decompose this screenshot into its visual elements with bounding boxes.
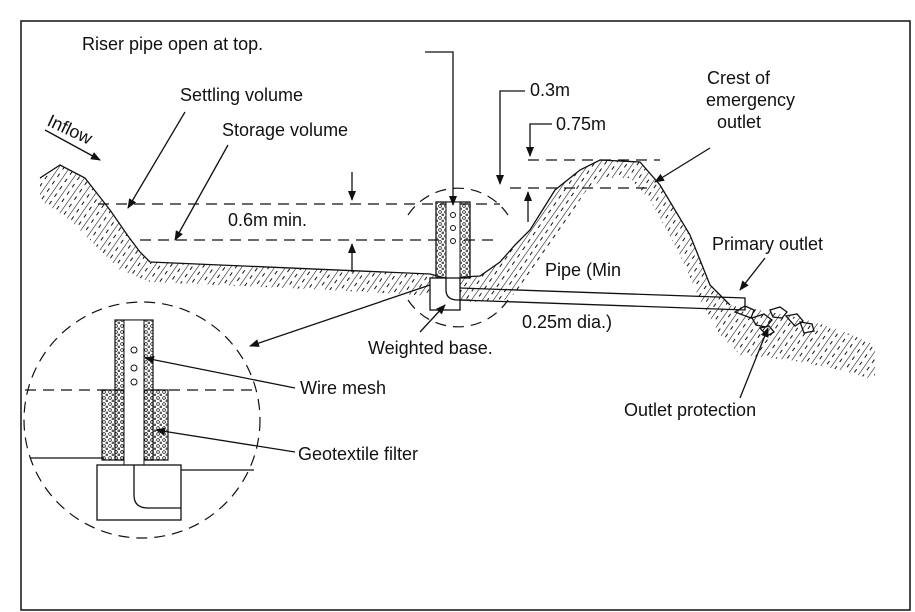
label-weighted-base: Weighted base. (368, 338, 493, 358)
label-crest-3: outlet (717, 112, 761, 132)
label-primary-outlet: Primary outlet (712, 234, 823, 254)
label-min-depth: 0.6m min. (228, 210, 307, 230)
detail-inset (23, 301, 261, 539)
label-wire-mesh: Wire mesh (300, 378, 386, 398)
label-pipe-2: 0.25m dia.) (522, 312, 612, 332)
water-levels (98, 159, 660, 241)
ground-profile (39, 159, 875, 380)
label-riser: Riser pipe open at top. (82, 34, 263, 54)
outlet-protection-rocks (733, 305, 815, 337)
label-crest-2: emergency (706, 90, 795, 110)
labels: Riser pipe open at top. Settling volume … (44, 34, 823, 464)
label-crest-1: Crest of (707, 68, 771, 88)
frame-border (20, 20, 911, 611)
label-pipe-1: Pipe (Min (545, 260, 621, 280)
label-settling-volume: Settling volume (180, 85, 303, 105)
leader-lines (44, 51, 769, 453)
label-storage-volume: Storage volume (222, 120, 348, 140)
outlet-pipe (459, 287, 746, 311)
label-freeboard-03: 0.3m (530, 80, 570, 100)
label-geotextile: Geotextile filter (298, 444, 418, 464)
riser-pipe (435, 201, 471, 279)
detail-circle-small (407, 187, 509, 216)
label-freeboard-075: 0.75m (556, 114, 606, 134)
label-outlet-protection: Outlet protection (624, 400, 756, 420)
